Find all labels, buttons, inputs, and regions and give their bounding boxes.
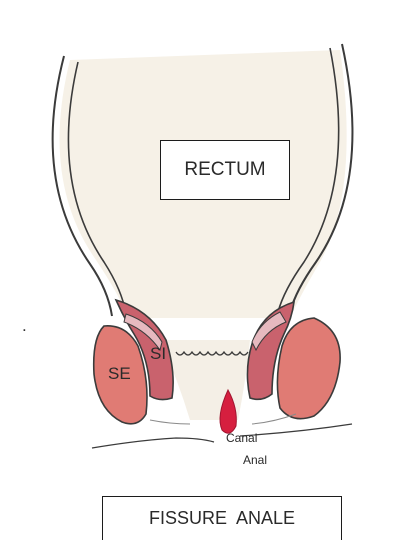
rectum-label: RECTUM xyxy=(184,159,265,181)
external-sphincter-right xyxy=(277,318,340,419)
external-sphincter-label: SE xyxy=(108,364,131,384)
rectum-label-box: RECTUM xyxy=(160,140,290,200)
perineum-line-left xyxy=(92,438,214,448)
perianal-shadow-left xyxy=(150,420,190,424)
canal-label: Canal xyxy=(226,431,257,445)
diagram-title: FISSURE ANALE xyxy=(149,508,295,529)
anal-label: Anal xyxy=(243,453,267,467)
internal-sphincter-label: SI xyxy=(150,344,166,364)
diagram-title-box: FISSURE ANALE xyxy=(102,496,342,540)
cropped-text-fragment: . xyxy=(22,316,27,336)
